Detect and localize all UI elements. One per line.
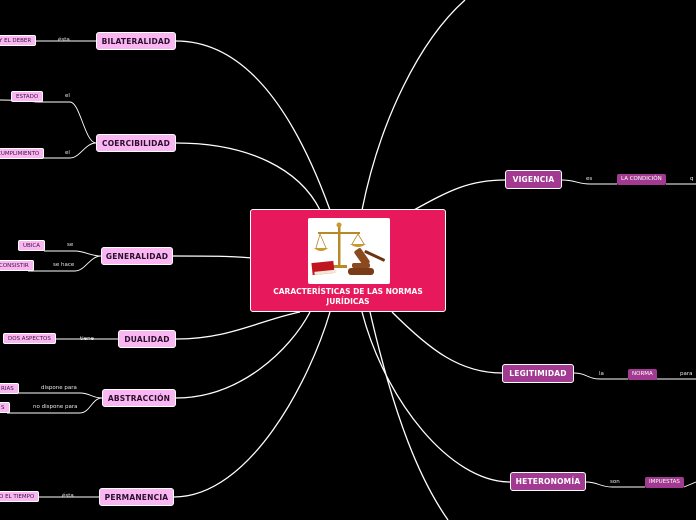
branch-bilateralidad: [175, 40, 331, 211]
connector-word: es: [586, 176, 593, 182]
node-coercibilidad[interactable]: COERCIBILIDAD: [96, 134, 176, 152]
branch-top: [361, 0, 466, 211]
connector-word: se hace: [53, 262, 75, 268]
tag-y-el-deber[interactable]: Y EL DEBER: [0, 35, 37, 46]
tag-o-el-tiempo[interactable]: O EL TIEMPO: [0, 491, 40, 502]
tag-impuestas[interactable]: IMPUESTAS: [645, 477, 684, 488]
connector-word: para: [680, 371, 693, 377]
node-dualidad[interactable]: DUALIDAD: [118, 330, 176, 348]
node-bilateralidad[interactable]: BILATERALIDAD: [96, 32, 176, 50]
tag-la-condicion[interactable]: LA CONDICIÓN: [617, 174, 666, 185]
tag-s[interactable]: S: [0, 402, 10, 413]
branch-dualidad: [175, 311, 301, 340]
node-permanencia[interactable]: PERMANENCIA: [99, 488, 174, 506]
tag-cumplimiento[interactable]: CUMPLIMIENTO: [0, 148, 45, 159]
branch-legitimidad: [391, 311, 503, 374]
connector-word: q: [690, 176, 694, 182]
connector-word: ésta: [58, 37, 70, 43]
tag-ubica[interactable]: UBICA: [18, 240, 46, 251]
node-abstraccion[interactable]: ABSTRACCIÓN: [102, 389, 176, 407]
tag-dos-aspectos[interactable]: DOS ASPECTOS: [3, 333, 56, 344]
connector-word: tiene: [80, 336, 94, 342]
branch-bottom: [369, 311, 449, 520]
connector-word: ésta: [62, 493, 74, 499]
central-title: CARACTERÍSTICAS DE LAS NORMAS JURÍDICAS: [273, 287, 423, 306]
connector-word: el: [65, 93, 70, 99]
node-legitimidad[interactable]: LEGITIMIDAD: [502, 364, 574, 383]
tag-estado[interactable]: ESTADO: [11, 91, 44, 102]
connector-word: no dispone para: [33, 404, 78, 410]
tag-consistir[interactable]: CONSISTIR: [0, 260, 34, 271]
tag-norma[interactable]: NORMA: [628, 369, 657, 380]
node-generalidad[interactable]: GENERALIDAD: [101, 247, 173, 265]
central-topic[interactable]: CARACTERÍSTICAS DE LAS NORMAS JURÍDICAS: [250, 209, 446, 312]
branch-coercibilidad: [175, 142, 321, 211]
node-heteronomia[interactable]: HETERONOMÍA: [510, 472, 586, 491]
branch-heteronomia: [361, 311, 511, 483]
connector-word: la: [599, 371, 604, 377]
connector-word: dispone para: [41, 385, 77, 391]
connector-word: el: [65, 150, 70, 156]
tag-rias[interactable]: RIAS: [0, 383, 19, 394]
branch-permanencia: [173, 311, 331, 498]
branch-generalidad: [172, 255, 253, 259]
branch-abstraccion: [175, 311, 311, 399]
connector-word: son: [610, 479, 620, 485]
connector-word: se: [67, 242, 74, 248]
scales-gavel-book-icon: [308, 218, 390, 284]
branch-vigencia: [413, 179, 506, 211]
node-vigencia[interactable]: VIGENCIA: [505, 170, 562, 189]
